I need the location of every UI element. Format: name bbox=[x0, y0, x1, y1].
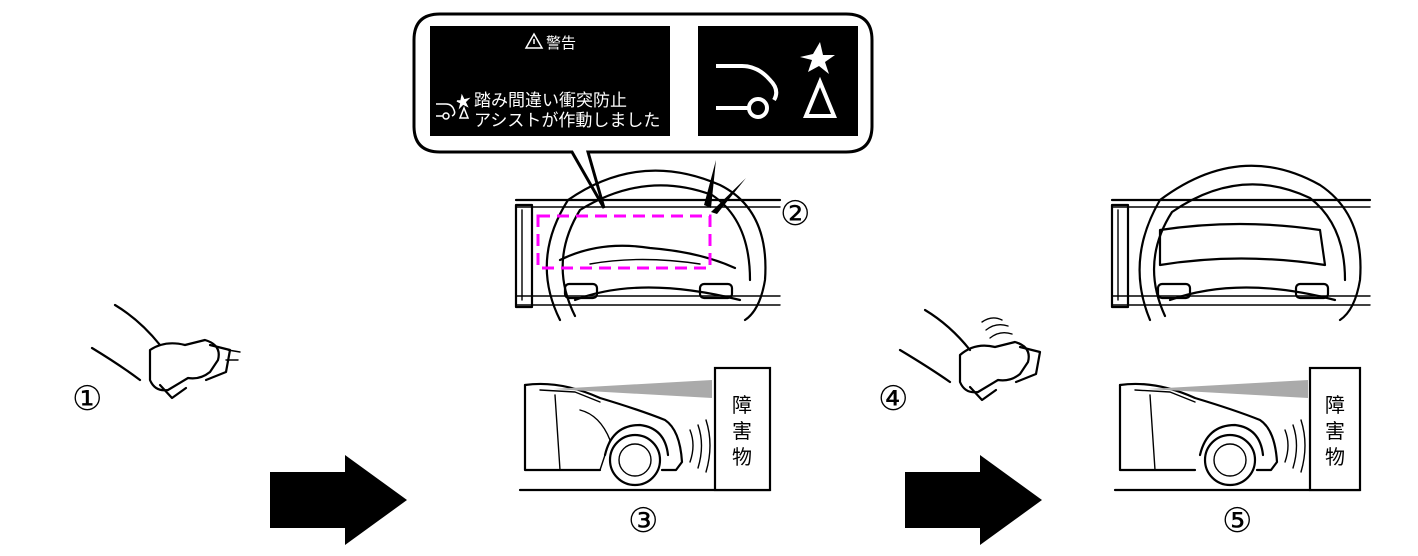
obstacle-box bbox=[1308, 366, 1362, 492]
warning-message-panel bbox=[430, 26, 670, 136]
step-5-label: ⑤ bbox=[1222, 501, 1252, 541]
obstacle-label-char: 害 bbox=[732, 419, 752, 443]
arrow-right-icon bbox=[270, 455, 407, 545]
step-1-label: ① bbox=[72, 379, 102, 419]
warning-graphic-panel bbox=[698, 26, 858, 136]
dashboard-normal bbox=[1110, 164, 1372, 322]
warning-message-line2: アシストが作動しました bbox=[474, 111, 660, 131]
warning-triangle-icon bbox=[524, 32, 544, 49]
warning-callout: 警告 踏み間違い衝突防止 アシストが作動しました bbox=[412, 12, 874, 209]
collision-assist-small-icon bbox=[436, 93, 471, 120]
obstacle-label-char: 物 bbox=[732, 445, 752, 469]
highlighted-display-area bbox=[536, 214, 712, 270]
obstacle-box bbox=[713, 366, 772, 492]
obstacle-label-char: 障 bbox=[1325, 393, 1345, 417]
obstacle-label-char: 物 bbox=[1325, 445, 1345, 469]
car-near-obstacle: 障 害 物 bbox=[518, 366, 772, 492]
foot-pressing-pedal bbox=[90, 303, 241, 400]
step-4-label: ④ bbox=[878, 379, 908, 419]
foot-releasing-pedal bbox=[898, 308, 1042, 402]
obstacle-label-char: 害 bbox=[1325, 419, 1345, 443]
arrow-right-icon bbox=[905, 455, 1042, 545]
step-3-label: ③ bbox=[628, 501, 658, 541]
dashboard-alert bbox=[514, 160, 782, 322]
collision-assist-large-icon bbox=[716, 42, 837, 119]
warning-message-line1: 踏み間違い衝突防止 bbox=[474, 91, 627, 111]
warning-title: 警告 bbox=[546, 34, 576, 52]
car-stopped-before-obstacle: 障 害 物 bbox=[1113, 366, 1362, 492]
step-2-label: ② bbox=[780, 194, 810, 234]
obstacle-label-char: 障 bbox=[732, 393, 752, 417]
alert-chime-icon bbox=[704, 160, 746, 214]
